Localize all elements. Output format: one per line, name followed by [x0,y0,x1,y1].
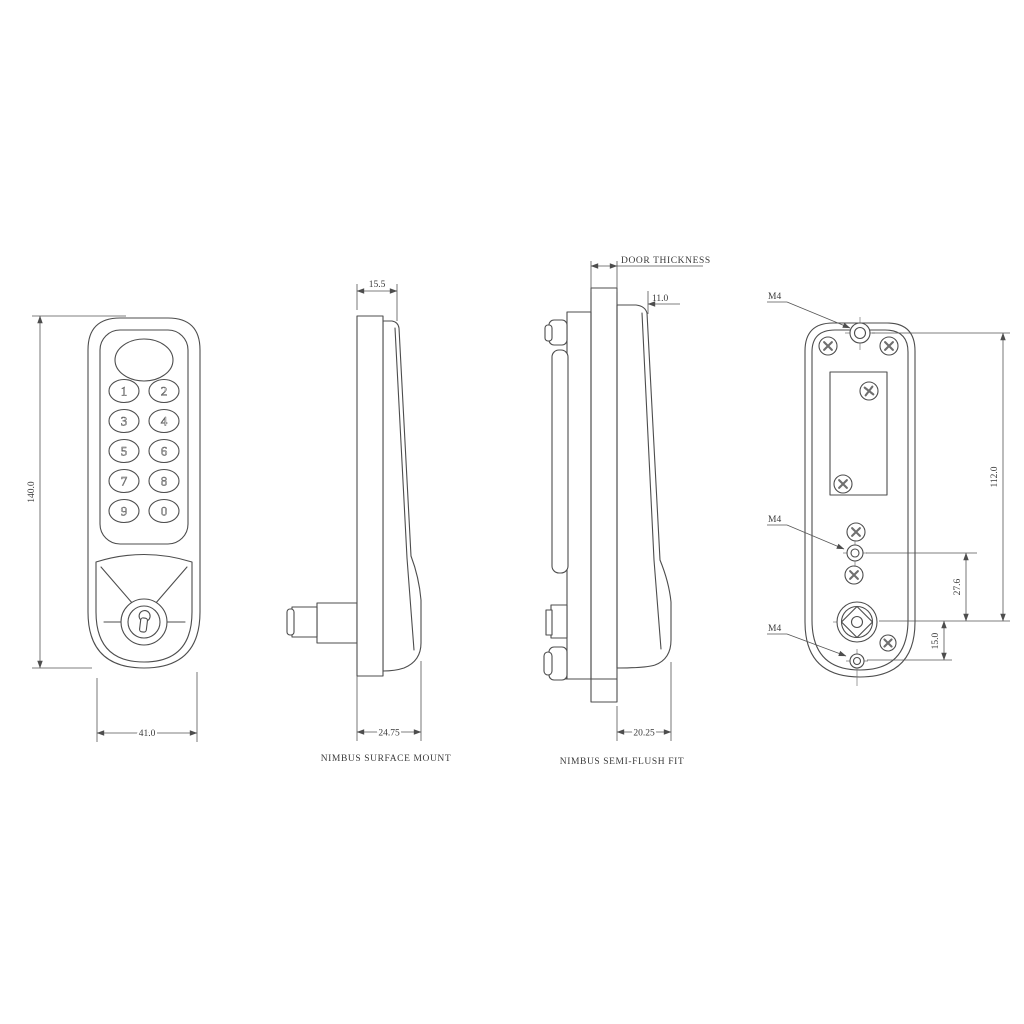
front-housing-profile [616,304,672,669]
phillips-screw-icon [818,336,838,356]
leader-line [786,301,851,329]
lower-skirt-outline [95,553,193,663]
leader-line [786,524,845,550]
key-button [148,438,180,464]
m4-boss-icon [845,317,875,350]
leader-line [786,633,847,657]
key-button [148,468,180,494]
door-panel [590,287,618,703]
key-button [108,378,140,404]
rear-fixing-lug-bottom [543,646,568,681]
bezel-line [100,566,134,605]
housing-profile [382,320,422,672]
back-view-dimensions: 112.0 27.6 15.0 [866,332,1010,661]
dimension-label-mid-fixing: 27.6 [953,578,963,595]
key-digit: 5 [121,444,128,459]
phillips-screw-icon [879,336,899,356]
m4-boss-icon [846,649,868,686]
phillips-screw-icon [846,522,866,542]
phillips-screw-icon [833,474,853,494]
key-digit: 7 [121,474,128,489]
key-button [108,408,140,434]
housing-face-line [394,327,415,651]
key-cylinder-inner [127,605,161,639]
key-digit: 3 [121,414,128,429]
back-plate-view: M4 M4 M4 112.0 27.6 15.0 [767,292,1010,686]
back-plate-inner-outline [811,329,909,671]
key-button [108,468,140,494]
lock-lower-section [95,553,193,663]
front-housing-face-line [641,312,662,650]
rear-box-body [566,311,592,680]
m4-label: M4 [768,624,781,634]
semi-flush-side-view: DOOR THICKNESS 11.0 20.25 NIMBUS SEMI-FL… [543,256,711,767]
key-button [148,498,180,524]
key-digit: 4 [161,414,168,429]
phillips-screw-icon [879,634,897,652]
keypad-panel-outline [99,329,189,545]
cam-spindle-icon [833,601,878,643]
key-digit: 8 [161,474,168,489]
key-button [148,378,180,404]
dimension-label-rear-depth: 20.25 [633,729,655,739]
bezel-line [154,566,188,605]
dimension-label-total-depth: 24.75 [378,729,400,739]
rear-fixing-lug-top [544,319,568,346]
phillips-screw-icon [844,565,864,585]
front-view-dimensions: 140.0 41.0 [27,315,198,742]
m4-label: M4 [768,515,781,525]
key-digit: 6 [161,444,168,459]
m4-label: M4 [768,292,781,302]
front-view: 1 2 3 4 5 6 7 8 9 0 1 4 0 [27,315,201,742]
key-digit: 2 [161,384,168,399]
spindle-hub [316,602,358,644]
key-button [108,498,140,524]
battery-housing-profile [551,349,569,574]
key-button [148,408,180,434]
key-digit: 0 [161,504,168,519]
keypad-buttons: 1 2 3 4 5 6 7 8 9 0 [108,378,180,524]
keyhole-icon [138,609,151,633]
dimension-label-fixing-centres: 112.0 [990,466,1000,487]
spindle-shaft [291,606,318,638]
lock-body-outline [87,317,201,669]
m4-callouts: M4 M4 M4 [767,292,851,657]
door-thickness-label: DOOR THICKNESS [621,256,711,266]
dimension-label-top-depth: 15.5 [369,280,386,290]
dimension-label-width: 41.0 [139,729,156,739]
key-digit: 9 [121,504,128,519]
surface-mount-side-view: 15.5 24.75 NIMBUS SURFACE MOUNT [286,280,452,764]
rear-fixing-lug-middle [545,604,568,639]
spindle-end-cap [286,608,295,636]
surface-mount-caption: NIMBUS SURFACE MOUNT [321,754,452,764]
phillips-screw-icon [859,381,879,401]
surface-view-dimensions: 15.5 24.75 [356,280,422,741]
dimension-label-bottom-fixing: 15.0 [931,632,941,649]
key-button [108,438,140,464]
display-window [114,338,174,382]
dimension-label-protrusion: 11.0 [652,294,669,304]
back-plate [356,315,384,677]
m4-boss-icon [843,540,867,567]
semi-flush-dimensions: DOOR THICKNESS 11.0 20.25 [590,256,711,741]
battery-compartment [829,371,888,496]
semi-flush-caption: NIMBUS SEMI-FLUSH FIT [560,757,685,767]
key-digit: 1 [121,384,128,399]
dimension-label-height: 140.0 [27,481,37,503]
